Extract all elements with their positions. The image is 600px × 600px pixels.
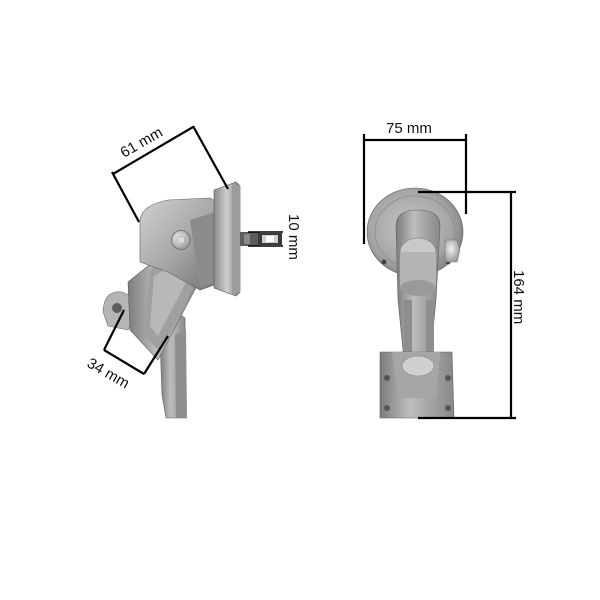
label-10mm: 10 mm [285, 214, 302, 260]
dimension-164mm [418, 190, 516, 420]
dimension-10mm [248, 231, 283, 247]
dimension-75mm [362, 134, 468, 244]
side-view [102, 181, 282, 419]
label-34mm: 34 mm [84, 355, 132, 393]
dimension-34mm [103, 309, 169, 375]
front-view [366, 187, 464, 419]
label-61mm: 61 mm [118, 124, 166, 162]
label-75mm: 75 mm [386, 120, 432, 137]
dimension-61mm [111, 125, 229, 223]
label-164mm: 164 mm [510, 270, 527, 324]
